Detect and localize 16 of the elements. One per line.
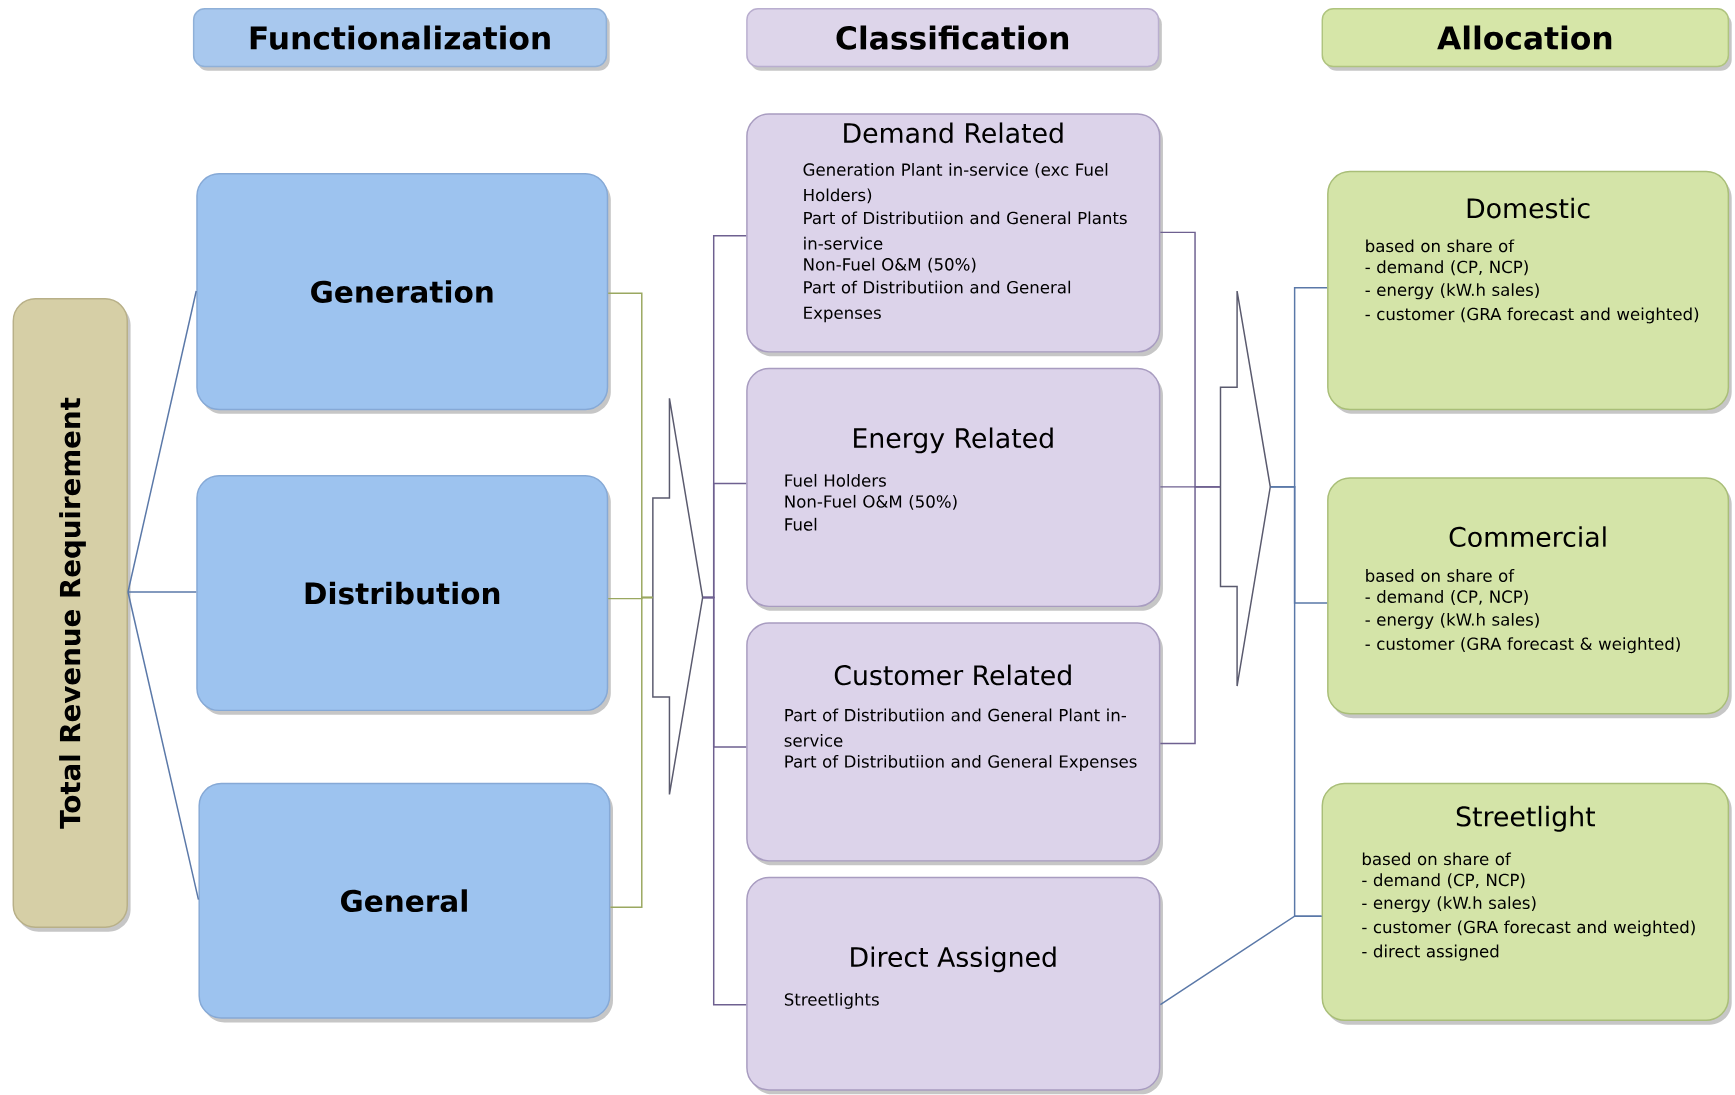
connector-line [702, 596, 747, 1006]
column-header: Functionalization [192, 7, 610, 71]
function-box: Generation [196, 172, 611, 414]
block-arrow [652, 397, 704, 795]
column-header: Classification [746, 7, 1162, 71]
function-box: General [198, 782, 613, 1023]
connector-line [609, 596, 654, 908]
column-header: Allocation [1321, 7, 1732, 71]
revenue-box: Total Revenue Requirement [12, 297, 131, 932]
connector-line [1159, 485, 1221, 745]
connector-line [127, 591, 197, 593]
connector-line [1159, 915, 1323, 1006]
connector-line [127, 290, 197, 593]
connector-line [127, 591, 200, 901]
function-box: Distribution [196, 474, 611, 715]
block-arrow [1219, 290, 1272, 687]
